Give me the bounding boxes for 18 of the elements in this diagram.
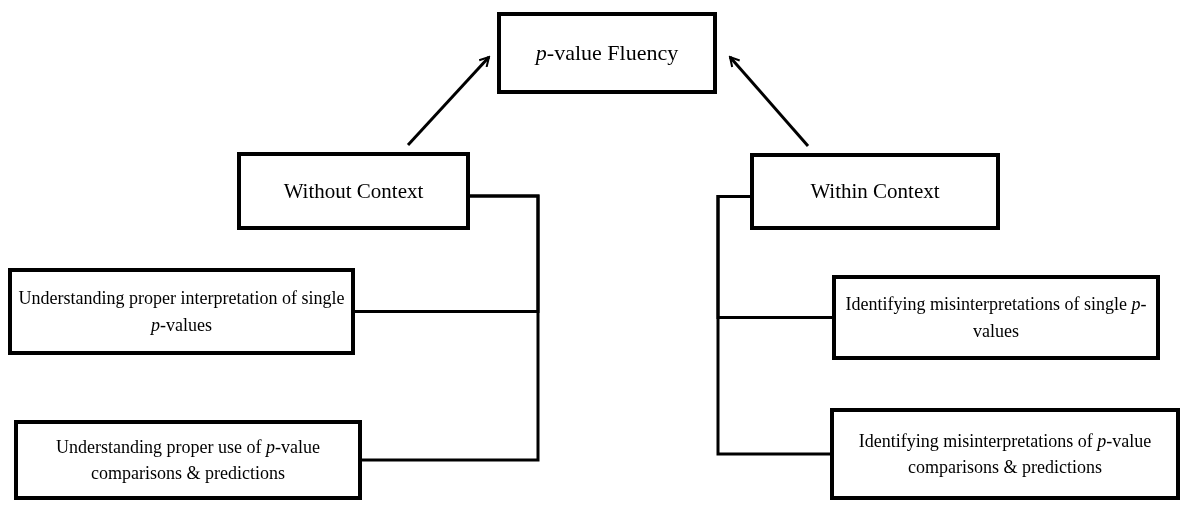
box-label: p-value Fluency: [535, 39, 679, 68]
arrow: [728, 56, 810, 147]
box-label: Identifying misinterpretations of single p-values: [844, 293, 1148, 343]
concept-box: [830, 408, 1180, 500]
title-box: [497, 12, 717, 94]
box-label: Within Context: [810, 178, 940, 206]
arrow: [406, 56, 491, 146]
box-label: Understanding proper interpretation of single p-values: [17, 287, 346, 337]
concept-box: [14, 420, 362, 500]
box-label: Identifying misinterpretations of p-value comparisons & predictions: [857, 429, 1153, 479]
connector-line: [362, 194, 540, 462]
connector-line: [716, 195, 830, 456]
concept-box: [237, 152, 470, 230]
box-label: Without Context: [283, 177, 424, 205]
concept-box: [8, 268, 355, 355]
box-label: Understanding proper use of p-value comparisons & predictions: [55, 435, 321, 485]
concept-box: [750, 153, 1000, 230]
concept-box: [832, 275, 1160, 360]
